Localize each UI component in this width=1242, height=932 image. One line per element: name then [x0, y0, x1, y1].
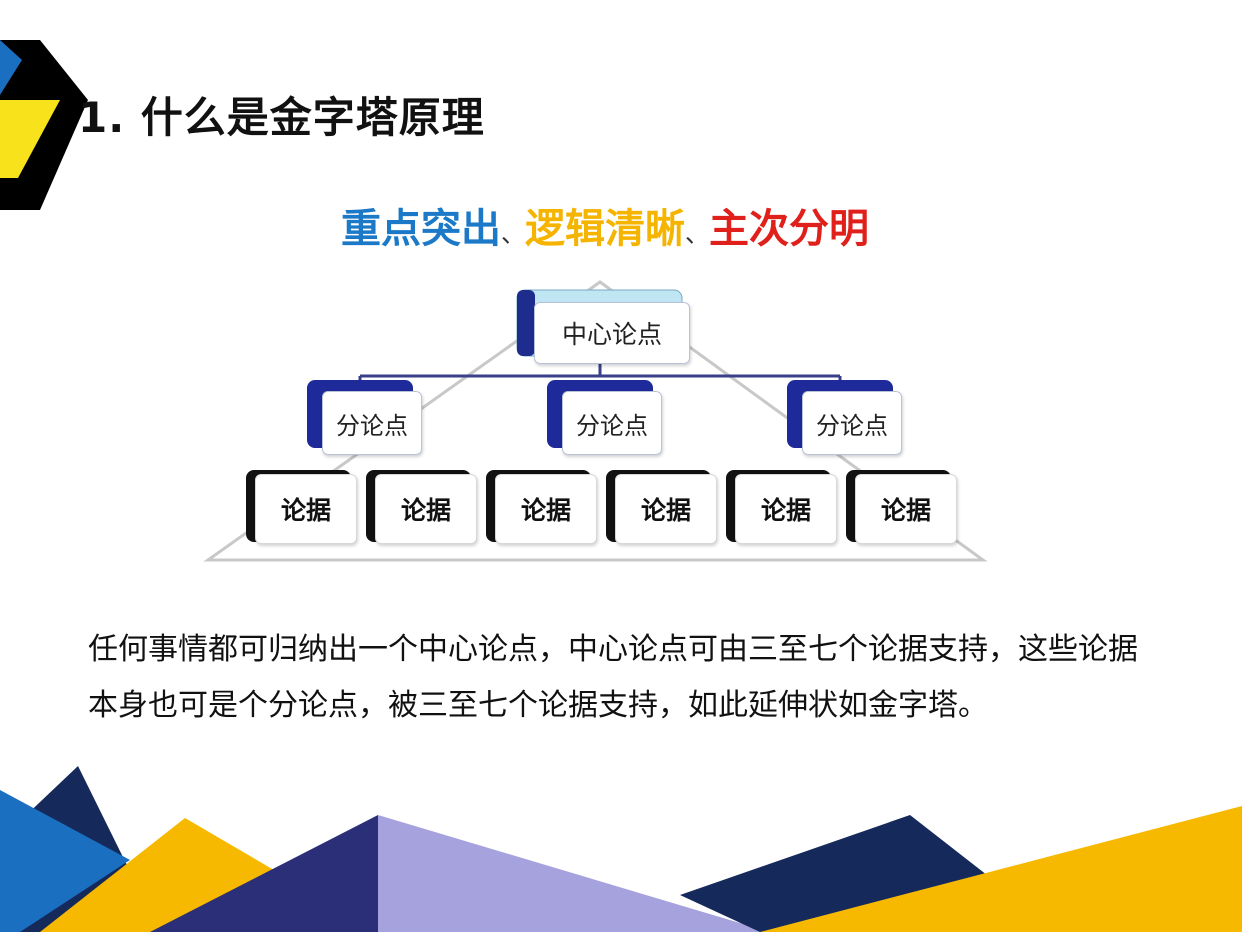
leaf-node-4: 论据: [615, 474, 717, 544]
leaf-node-5: 论据: [735, 474, 837, 544]
sub-node-2: 分论点: [562, 391, 662, 455]
sub-node-1: 分论点: [322, 391, 422, 455]
root-box-tab-edge: [517, 290, 535, 356]
tagline-part-3: 主次分明: [709, 206, 869, 252]
leaf-node-1: 论据: [255, 474, 357, 544]
tagline-part-1: 重点突出: [341, 206, 501, 252]
slide-title: 1. 什么是金字塔原理: [78, 93, 485, 142]
tagline-separator-1: 、: [501, 220, 525, 248]
leaf-node-2: 论据: [375, 474, 477, 544]
tagline-separator-2: 、: [685, 220, 709, 248]
sub-node-3: 分论点: [802, 391, 902, 455]
description-line-1: 任何事情都可归纳出一个中心论点，中心论点可由三至七个论据支持，这些论据: [88, 632, 1138, 667]
tagline: 重点突出、逻辑清晰、主次分明: [0, 196, 1210, 254]
corner-blue-shape: [0, 40, 22, 95]
tagline-part-2: 逻辑清晰: [525, 206, 685, 252]
corner-decoration: [0, 40, 88, 210]
leaf-node-3: 论据: [495, 474, 597, 544]
description-text: 任何事情都可归纳出一个中心论点，中心论点可由三至七个论据支持，这些论据 本身也可…: [88, 622, 1188, 734]
corner-yellow-shape: [0, 100, 60, 178]
root-node-central-argument: 中心论点: [534, 302, 690, 364]
leaf-node-6: 论据: [855, 474, 957, 544]
description-line-2: 本身也可是个分论点，被三至七个论据支持，如此延伸状如金字塔。: [88, 688, 988, 723]
